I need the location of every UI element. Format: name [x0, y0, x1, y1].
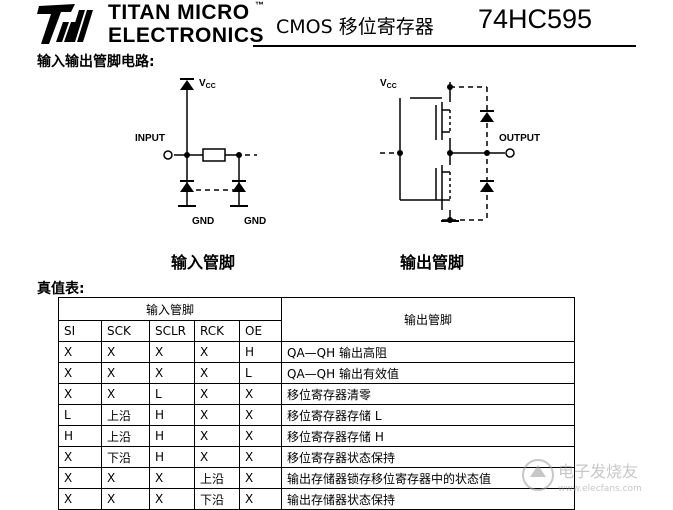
brand-name-line1: TITAN MICRO — [108, 1, 250, 24]
input-state-cell: H — [149, 425, 195, 447]
input-state-cell: X — [239, 383, 282, 405]
output-description-cell: 移位寄存器存储 L — [281, 404, 575, 426]
input-state-cell: X — [58, 341, 102, 363]
input-state-cell: X — [101, 362, 150, 384]
input-state-cell: H — [58, 425, 102, 447]
truth-table-heading: 真值表: — [37, 281, 85, 297]
input-state-cell: L — [239, 362, 282, 384]
column-header-oe: OE — [239, 320, 282, 342]
io-circuit-heading: 输入输出管脚电路: — [37, 54, 155, 70]
input-state-cell: X — [194, 425, 240, 447]
input-state-cell: X — [239, 467, 282, 489]
input-state-cell: X — [239, 404, 282, 426]
input-state-cell: X — [194, 446, 240, 468]
input-state-cell: X — [58, 362, 102, 384]
input-state-cell: X — [239, 446, 282, 468]
header-divider — [253, 45, 636, 47]
input-state-cell: X — [194, 404, 240, 426]
output-description-cell: 输出存储器状态保持 — [281, 488, 575, 510]
output-circuit-caption: 输出管脚 — [400, 253, 464, 272]
input-pin-label: INPUT — [135, 133, 165, 144]
input-state-cell: 上沿 — [101, 425, 150, 447]
part-number: 74HC595 — [478, 4, 593, 34]
input-state-cell: 下沿 — [101, 446, 150, 468]
input-state-cell: L — [149, 383, 195, 405]
input-state-cell: X — [149, 341, 195, 363]
input-state-cell: X — [101, 488, 150, 510]
column-header-sclr: SCLR — [149, 320, 195, 342]
input-state-cell: X — [58, 467, 102, 489]
input-state-cell: X — [58, 383, 102, 405]
input-state-cell: X — [149, 362, 195, 384]
input-group-header: 输入管脚 — [58, 297, 282, 321]
output-description-cell: 移位寄存器清零 — [281, 383, 575, 405]
input-state-cell: X — [149, 488, 195, 510]
column-header-sck: SCK — [101, 320, 150, 342]
io-circuit-diagrams: VCC INPUT GND GND 输入管脚 VCC OUTPUT 输出管脚 — [135, 78, 540, 272]
input-state-cell: X — [239, 488, 282, 510]
diode-icon — [180, 78, 246, 192]
input-gnd1-label: GND — [192, 216, 214, 227]
input-state-cell: X — [239, 425, 282, 447]
output-description-cell: QA—QH 输出有效值 — [281, 362, 575, 384]
column-header-rck: RCK — [194, 320, 240, 342]
brand-name-line2: ELECTRONICS — [108, 24, 265, 47]
output-vcc-label: VCC — [380, 78, 397, 90]
watermark-url: www.elecfans.com — [558, 484, 642, 494]
input-state-cell: X — [58, 488, 102, 510]
titan-logo-icon — [37, 4, 93, 44]
input-state-cell: X — [101, 341, 150, 363]
input-state-cell: 上沿 — [101, 404, 150, 426]
input-state-cell: H — [239, 341, 282, 363]
input-state-cell: H — [149, 446, 195, 468]
output-description-cell: 移位寄存器存储 H — [281, 425, 575, 447]
input-state-cell: X — [101, 383, 150, 405]
input-state-cell: X — [194, 383, 240, 405]
output-group-header: 输出管脚 — [281, 297, 575, 342]
input-state-cell: H — [149, 404, 195, 426]
elecfans-watermark: 电子发烧友 www.elecfans.com — [522, 459, 642, 494]
trademark-symbol: ™ — [255, 0, 264, 10]
input-state-cell: X — [149, 467, 195, 489]
input-state-cell: X — [194, 341, 240, 363]
input-vcc-label: VCC — [199, 78, 216, 90]
watermark-text: 电子发烧友 — [558, 462, 638, 481]
input-state-cell: L — [58, 404, 102, 426]
input-state-cell: X — [58, 446, 102, 468]
output-pin-label: OUTPUT — [499, 133, 540, 144]
column-header-si: SI — [58, 320, 102, 342]
output-description-cell: QA—QH 输出高阻 — [281, 341, 575, 363]
input-state-cell: X — [101, 467, 150, 489]
input-gnd2-label: GND — [244, 216, 266, 227]
input-state-cell: X — [194, 362, 240, 384]
resistor-icon — [202, 148, 226, 162]
document-subtitle: CMOS 移位寄存器 — [276, 16, 434, 38]
input-circuit-caption: 输入管脚 — [171, 253, 235, 272]
input-state-cell: 下沿 — [194, 488, 240, 510]
input-state-cell: 上沿 — [194, 467, 240, 489]
